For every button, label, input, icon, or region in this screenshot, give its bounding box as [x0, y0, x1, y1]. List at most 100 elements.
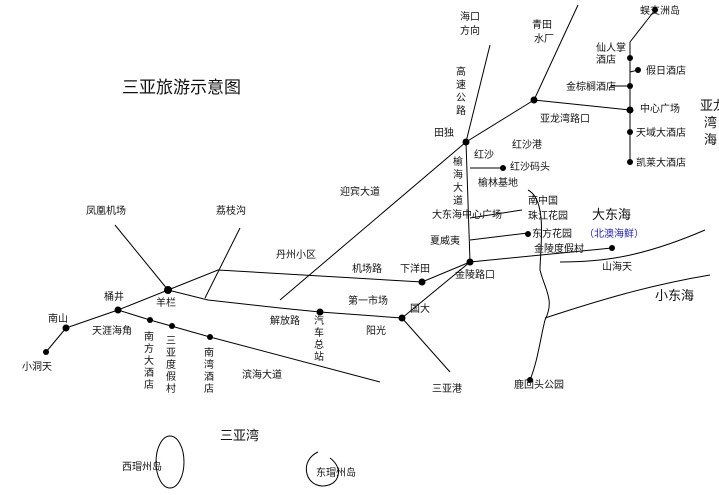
nanwan-label-1: 南: [204, 346, 214, 359]
qiche-zhan-node: [316, 308, 324, 316]
tiandu-node: [462, 138, 470, 146]
west-island-label: 西瑁州岛: [122, 460, 162, 473]
xiayangtian-label: 下洋田: [400, 262, 430, 275]
yanglan-node: [164, 286, 172, 294]
yuhai-avenue-road: [465, 141, 471, 263]
jiari-node: [635, 67, 641, 73]
qiche-label-4: 站: [314, 350, 324, 363]
guoda-node: [398, 314, 406, 322]
nanwan-label-2: 湾: [204, 358, 214, 371]
nanfang-label-2: 方: [144, 342, 154, 355]
qingtian-label-2: 水厂: [534, 33, 554, 45]
tianyu-node: [627, 129, 633, 135]
jinzongyu-node: [627, 83, 633, 89]
xiaodonghai-road: [544, 274, 711, 319]
jinling-village-node: [609, 245, 615, 251]
east-island-label: 东瑁州岛: [316, 466, 356, 479]
jinling-village-label: 金陵度假村: [534, 242, 584, 255]
wuzhizhou-link: [629, 9, 656, 43]
yalong-bay-road: [533, 99, 631, 111]
wuzhizhou-label: 蜈支洲岛: [640, 4, 680, 17]
xiaodongtian-node: [43, 349, 49, 355]
kailai-label: 凯莱大酒店: [636, 156, 686, 169]
haikou-label-1: 海口: [460, 10, 480, 23]
jiefang-label: 解放路: [270, 314, 300, 327]
dadonghai-road-1: [469, 209, 523, 219]
airport-branch: [114, 224, 169, 291]
yingbin-label: 迎宾大道: [340, 185, 380, 198]
xiaodongtian-label: 小洞天: [22, 361, 52, 373]
hongsha-matou-node: [500, 165, 506, 171]
sanya-resort-label-2: 亚: [166, 348, 176, 359]
yanglan-label: 羊栏: [156, 296, 176, 309]
luhuitou-loop: [527, 189, 550, 381]
guoda-label: 国大: [410, 302, 430, 315]
dadonghai-road-2: [469, 232, 529, 241]
luhuitou-label: 鹿回头公园: [514, 378, 564, 391]
xianren-node: [627, 55, 633, 61]
qiche-label-2: 车: [314, 326, 324, 339]
dadonghai-square-label: 大东海中心广场: [432, 208, 502, 221]
nanwan-label-4: 店: [204, 382, 214, 395]
hongsha-gang-label: 红沙港: [512, 138, 542, 151]
sanya-resort-label-4: 假: [166, 370, 176, 383]
nanwan-hotel-node: [207, 334, 213, 340]
binhai-avenue: [117, 309, 381, 383]
xiaodongtian-road: [45, 327, 67, 353]
diyi-shichang-label: 第一市场: [348, 294, 388, 307]
tiandu-label: 田独: [434, 126, 454, 139]
jiari-label: 假日酒店: [646, 64, 686, 77]
haikou-label-2: 方向: [460, 24, 480, 37]
jichang-label: 机场路: [352, 262, 382, 275]
yingbin-avenue-road: [279, 141, 467, 301]
nodes: [43, 7, 658, 383]
beiao-seafood-label: （北澳海鲜）: [584, 227, 644, 240]
yajing-node: [114, 306, 122, 314]
airport-road: [167, 261, 471, 291]
jinling-lukou-node: [466, 258, 474, 266]
luhuitou-node: [527, 377, 533, 383]
qiche-label-1: 汽: [314, 314, 324, 327]
xianren-label-2: 酒店: [596, 53, 616, 66]
qiche-label-3: 总: [314, 338, 324, 351]
nanfang-label-1: 南: [144, 330, 154, 343]
expressway-label-1: 高: [456, 65, 466, 78]
sanya-resort-label-3: 度: [166, 358, 176, 371]
tiandu-yalong-road: [465, 99, 535, 143]
kailai-node: [627, 159, 633, 165]
nanzhongguo-label: 南中国: [528, 194, 558, 207]
expressway-label-2: 速: [456, 79, 466, 91]
wuzhizhou-node: [652, 7, 658, 13]
sanya-port-road: [401, 317, 451, 373]
jinzongyu-label: 金棕榈酒店: [566, 80, 616, 93]
yangguang-label: 阳光: [366, 324, 386, 337]
qingtian-label-1: 青田: [532, 18, 552, 31]
lizhigou-label: 荔枝沟: [216, 204, 246, 217]
danzhou-label: 丹州小区: [276, 249, 316, 261]
yuhai-label-1: 榆: [453, 155, 463, 168]
expressway-label-3: 公: [456, 93, 466, 104]
yajing-label: 桶井: [104, 290, 124, 303]
xiayangtian-node: [418, 278, 426, 286]
nanshan-node: [62, 324, 70, 332]
zhujiang-garden-label: 珠江花园: [528, 209, 568, 222]
sanya-resort-label-5: 村: [166, 382, 176, 395]
xianren-label-1: 仙人掌: [596, 41, 626, 54]
shanhaitian-label: 山海天: [602, 260, 632, 273]
sanya-port-label: 三亚港: [432, 383, 462, 395]
east-island-shape: [306, 451, 339, 487]
yuhai-label-2: 海: [453, 168, 463, 181]
xiaodonghai-label: 小东海: [655, 289, 694, 304]
hongsha-matou-label: 红沙码头: [510, 160, 550, 173]
yalongwan-road-label: 亚龙湾路口: [540, 112, 590, 125]
jinling-lukou-label: 金陵路口: [455, 268, 495, 281]
nanfang-label-3: 大: [144, 354, 154, 367]
yalong-junction-node: [530, 96, 538, 104]
xiaweiyi-label: 夏威夷: [430, 234, 460, 247]
binhai-label: 滨海大道: [242, 368, 282, 381]
sanya-bay-label: 三亚湾: [220, 428, 259, 444]
shanhaitian-road: [559, 229, 706, 263]
yuhai-label-3: 大: [453, 181, 463, 194]
nanshan-label: 南山: [48, 312, 68, 325]
nanfang-label-5: 店: [144, 378, 154, 391]
